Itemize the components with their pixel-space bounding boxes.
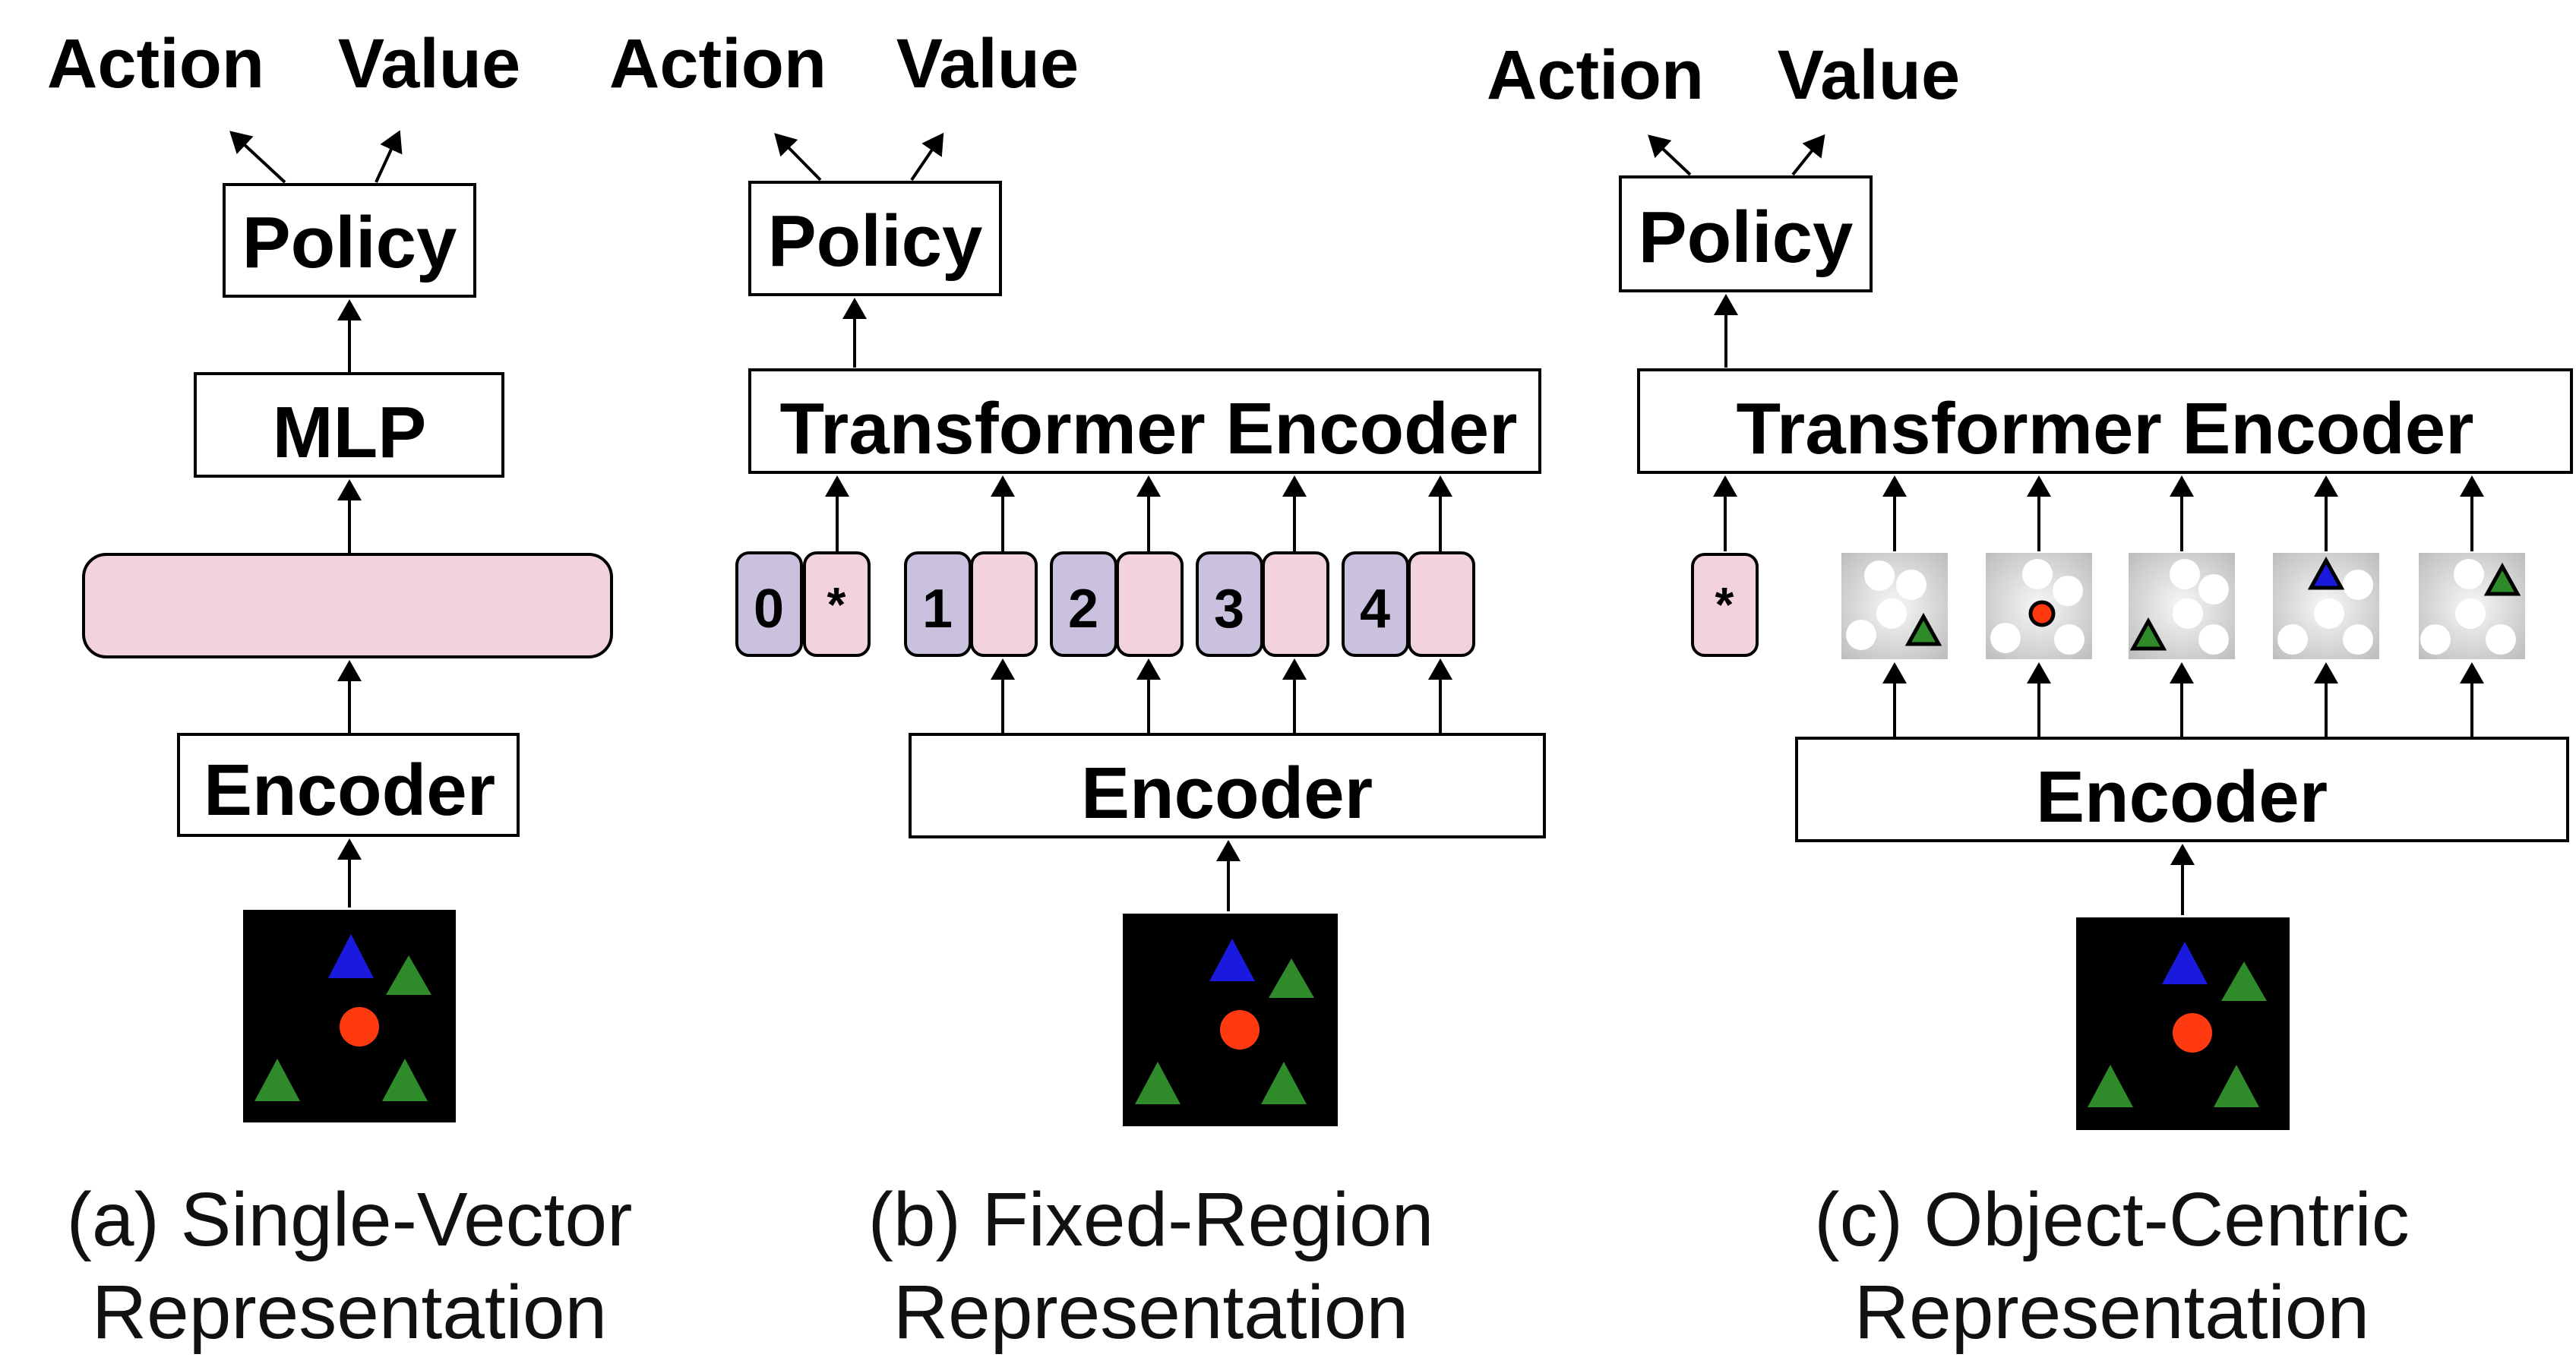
green-triangle [2129, 617, 2167, 651]
caption-line2: Representation [893, 1270, 1408, 1355]
scene-image [1123, 914, 1338, 1126]
token-pair-0: 0 * [735, 551, 871, 657]
encoder-label: Encoder [1081, 753, 1373, 834]
policy-box [223, 183, 476, 298]
green-triangle [2214, 1065, 2259, 1107]
position-index: 2 [1068, 579, 1098, 639]
green-triangle [1135, 1062, 1181, 1104]
cls-token [803, 551, 871, 657]
position-index-token [735, 551, 803, 657]
panel-c: Action Value Policy Transformer Encoder … [1487, 36, 2573, 1355]
panel-b: Action Value Policy Transformer Encoder … [609, 25, 1546, 1355]
single-vector-token [82, 553, 613, 658]
red-circle [1220, 1010, 1260, 1050]
encoder-label: Encoder [2036, 756, 2328, 838]
arrow-to-action [1648, 134, 1692, 176]
policy-label: Policy [1639, 197, 1854, 278]
region-feature-token [970, 551, 1038, 657]
cls-token-symbol: * [1715, 577, 1734, 632]
panel-a: Action Value Policy MLP Encoder (a) Sing… [47, 25, 632, 1355]
object-slot-5 [2419, 553, 2525, 659]
red-circle [2028, 600, 2056, 627]
action-label: Action [609, 25, 827, 103]
arrow-to-value [375, 130, 403, 183]
green-triangle [1269, 958, 1314, 998]
policy-label: Policy [768, 200, 983, 282]
blue-triangle [2307, 556, 2345, 590]
position-index: 1 [922, 579, 953, 639]
arrow-to-value [910, 132, 944, 182]
caption-line1: (a) Single-Vector [67, 1177, 633, 1262]
encoder-box [909, 733, 1546, 838]
region-feature-token [1116, 551, 1184, 657]
arrow-to-action [774, 133, 822, 182]
green-triangle [2088, 1065, 2133, 1107]
token-pair-2: 2 [1050, 551, 1184, 657]
scene-image [243, 910, 456, 1122]
transformer-encoder-label: Transformer Encoder [1737, 388, 2474, 469]
value-label: Value [1778, 36, 1960, 114]
object-slot-4 [2273, 553, 2379, 659]
transformer-encoder-box [748, 368, 1541, 474]
green-triangle [1261, 1062, 1307, 1104]
mlp-label: MLP [273, 392, 427, 473]
policy-label: Policy [242, 202, 457, 283]
cls-token-symbol: * [827, 577, 846, 632]
arrow-to-value [1791, 134, 1825, 176]
green-triangle [2221, 961, 2267, 1001]
green-triangle [1904, 612, 1942, 646]
scene-image [2076, 917, 2290, 1130]
green-triangle [386, 955, 431, 995]
region-feature-token [1408, 551, 1475, 657]
cls-token [1691, 553, 1759, 657]
transformer-encoder-box [1637, 368, 2573, 474]
token-pair-4: 4 [1342, 551, 1475, 657]
red-circle [340, 1007, 379, 1047]
object-slot-2 [1986, 553, 2092, 659]
green-triangle [2483, 562, 2521, 596]
mlp-box [194, 372, 504, 478]
green-triangle [254, 1059, 300, 1101]
position-index: 3 [1214, 579, 1244, 639]
policy-box [1619, 175, 1873, 292]
value-label: Value [896, 25, 1079, 103]
green-triangle [382, 1059, 428, 1101]
position-index: 0 [754, 579, 784, 639]
encoder-label: Encoder [204, 750, 495, 831]
object-slot-1 [1841, 553, 1948, 659]
position-index: 4 [1360, 579, 1390, 639]
blue-triangle [2162, 942, 2208, 984]
encoder-box [177, 733, 520, 837]
object-slot-3 [2129, 553, 2235, 659]
policy-box [748, 181, 1002, 296]
region-feature-token [1262, 551, 1329, 657]
red-circle [2173, 1013, 2212, 1053]
token-pair-3: 3 [1196, 551, 1329, 657]
transformer-encoder-label: Transformer Encoder [780, 388, 1518, 469]
blue-triangle [328, 934, 374, 978]
token-pair-1: 1 [904, 551, 1038, 657]
value-label: Value [338, 25, 520, 103]
encoder-box [1795, 737, 2569, 842]
caption-line1: (c) Object-Centric [1814, 1177, 2409, 1262]
action-label: Action [1487, 36, 1704, 114]
blue-triangle [1209, 939, 1255, 981]
action-label: Action [47, 25, 264, 103]
caption-line2: Representation [1854, 1270, 2369, 1355]
caption-line1: (b) Fixed-Region [868, 1177, 1434, 1262]
caption-line2: Representation [92, 1270, 607, 1355]
arrow-to-action [229, 131, 286, 184]
